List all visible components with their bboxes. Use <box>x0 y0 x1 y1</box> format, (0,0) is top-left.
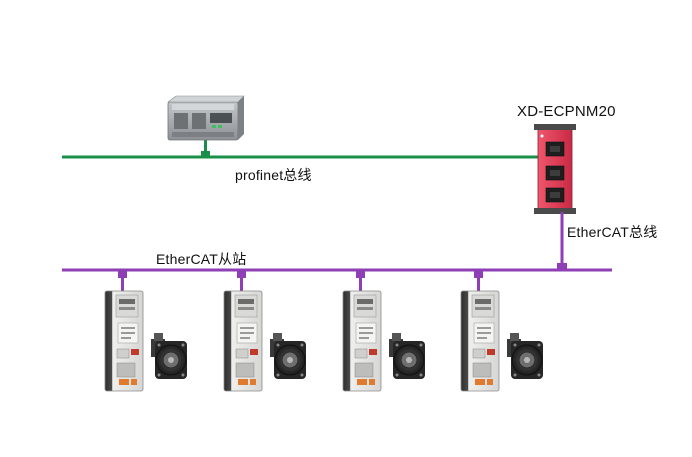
gateway-bus-connector <box>557 263 567 271</box>
ethercat-slave-label: EtherCAT从站 <box>156 251 247 267</box>
servo-drive-icon <box>342 290 426 392</box>
slave-connector-2 <box>237 269 246 293</box>
slave-connector-4 <box>474 269 483 293</box>
plc-icon <box>167 95 245 141</box>
gateway-model-label: XD-ECPNM20 <box>517 103 616 120</box>
plc-bus-connector <box>201 151 210 158</box>
profinet-bus-label: profinet总线 <box>235 167 312 183</box>
ethercat-bus <box>62 212 612 293</box>
servo-drive-icon <box>104 290 188 392</box>
servo-drive-icon <box>460 290 544 392</box>
ethercat-bus-label: EtherCAT总线 <box>567 224 658 240</box>
slave-connector-3 <box>356 269 365 293</box>
profinet-bus <box>62 140 544 159</box>
slave-connector-1 <box>118 269 127 293</box>
gateway-icon <box>534 124 576 214</box>
servo-drive-icon <box>223 290 307 392</box>
